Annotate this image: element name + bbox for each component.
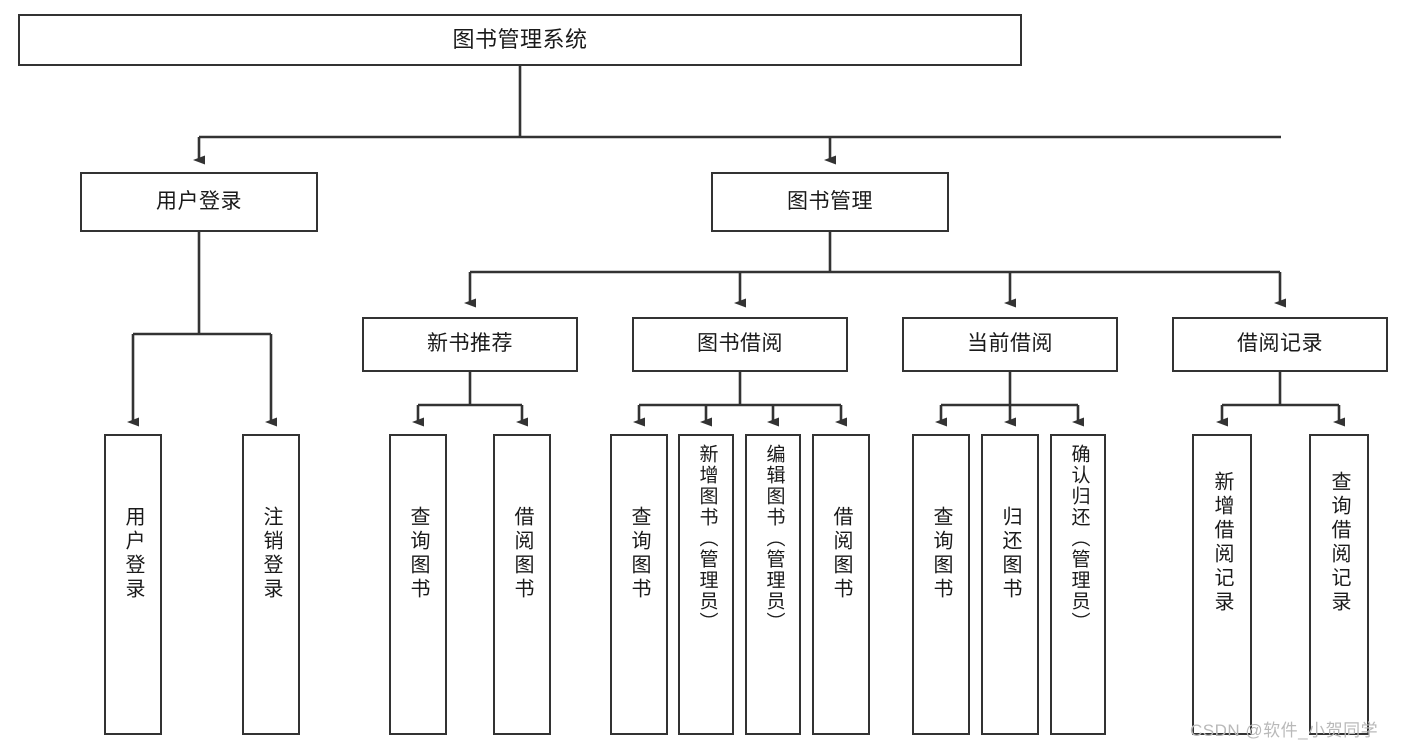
node-book-management[interactable]: 图书管理 [711, 172, 949, 232]
leaf-label: 查询图书 [628, 506, 650, 602]
leaf-add-borrow-record[interactable]: 新增借阅记录 [1192, 434, 1252, 735]
leaf-label: 查询图书 [930, 506, 952, 602]
leaf-label: 查询借阅记录 [1328, 471, 1350, 615]
node-label: 用户登录 [156, 189, 242, 213]
leaf-confirm-return-admin[interactable]: 确认归还（管理员） [1050, 434, 1106, 735]
node-borrow-record[interactable]: 借阅记录 [1172, 317, 1388, 372]
leaf-label: 借阅图书 [830, 506, 852, 602]
leaf-label: 确认归还（管理员） [1068, 444, 1090, 633]
leaf-label: 用户登录 [122, 506, 144, 602]
node-label: 新书推荐 [427, 332, 513, 356]
node-label: 图书管理系统 [452, 27, 588, 53]
leaf-edit-book-admin[interactable]: 编辑图书（管理员） [745, 434, 801, 735]
node-current-borrow[interactable]: 当前借阅 [902, 317, 1118, 372]
leaf-logout[interactable]: 注销登录 [242, 434, 300, 735]
leaf-query-book-nbr[interactable]: 查询图书 [389, 434, 447, 735]
node-new-book-recommend[interactable]: 新书推荐 [362, 317, 578, 372]
leaf-label: 归还图书 [999, 506, 1021, 602]
leaf-query-borrow-record[interactable]: 查询借阅记录 [1309, 434, 1369, 735]
leaf-return-book[interactable]: 归还图书 [981, 434, 1039, 735]
node-root-book-management-system[interactable]: 图书管理系统 [18, 14, 1022, 66]
leaf-label: 新增借阅记录 [1211, 471, 1233, 615]
leaf-borrow-book-nbr[interactable]: 借阅图书 [493, 434, 551, 735]
leaf-user-login[interactable]: 用户登录 [104, 434, 162, 735]
leaf-borrow-book-bb[interactable]: 借阅图书 [812, 434, 870, 735]
leaf-label: 注销登录 [260, 506, 282, 602]
node-label: 图书管理 [787, 189, 873, 213]
node-label: 借阅记录 [1237, 332, 1323, 356]
csdn-watermark: CSDN @软件_小贺同学 [1190, 721, 1379, 740]
node-user-login[interactable]: 用户登录 [80, 172, 318, 232]
leaf-label: 编辑图书（管理员） [763, 444, 785, 633]
node-book-borrow[interactable]: 图书借阅 [632, 317, 848, 372]
leaf-label: 新增图书（管理员） [696, 444, 718, 633]
node-label: 当前借阅 [967, 332, 1053, 356]
leaf-label: 查询图书 [407, 506, 429, 602]
leaf-query-book-bb[interactable]: 查询图书 [610, 434, 668, 735]
node-label: 图书借阅 [697, 332, 783, 356]
leaf-query-book-cb[interactable]: 查询图书 [912, 434, 970, 735]
leaf-add-book-admin[interactable]: 新增图书（管理员） [678, 434, 734, 735]
leaf-label: 借阅图书 [511, 506, 533, 602]
